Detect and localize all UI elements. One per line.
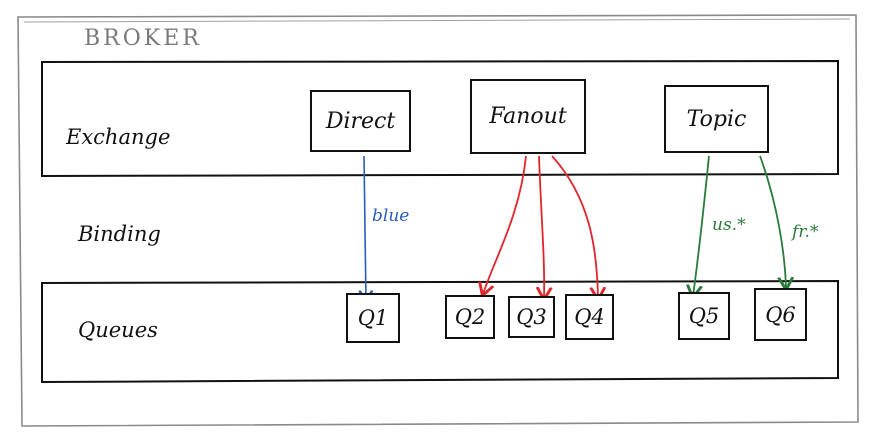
topic-exchange: Topic	[664, 85, 769, 153]
fanout-binding-arrow-q4	[551, 155, 598, 298]
queue-q5: Q5	[678, 292, 730, 340]
fanout-exchange: Fanout	[470, 79, 586, 154]
broker-outline	[17, 14, 859, 427]
direct-exchange: Direct	[310, 90, 411, 152]
fanout-binding-arrow-q2	[483, 155, 527, 294]
exchange-row-label: Exchange	[66, 125, 171, 149]
queue-q6: Q6	[754, 288, 807, 341]
queue-q4: Q4	[565, 294, 614, 340]
queues-band	[41, 279, 839, 384]
topic-binding-arrow-q5	[693, 155, 710, 296]
direct-binding-arrow	[364, 155, 366, 300]
broker-title: BROKER	[84, 26, 202, 51]
queue-q2: Q2	[445, 295, 495, 339]
queue-q1: Q1	[346, 293, 400, 343]
fanout-binding-arrow-q3	[539, 155, 544, 298]
topic-binding-key-2: fr.*	[792, 222, 819, 242]
queue-q3: Q3	[508, 296, 555, 338]
queues-row-label: Queues	[78, 318, 158, 342]
topic-binding-arrow-q6	[759, 155, 786, 288]
binding-row-label: Binding	[78, 222, 161, 246]
direct-binding-key: blue	[372, 206, 410, 226]
topic-binding-key-1: us.*	[712, 215, 746, 235]
exchange-band	[41, 59, 839, 178]
